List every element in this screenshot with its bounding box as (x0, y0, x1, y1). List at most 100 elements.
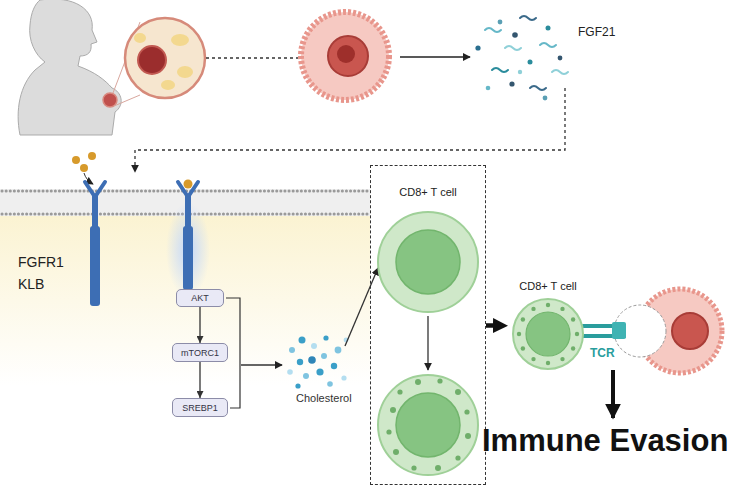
cholesterol-dot (331, 363, 337, 369)
uptake-arrow (345, 268, 378, 346)
magnifier-line (114, 95, 140, 106)
cholesterol-dot (308, 356, 316, 364)
particle (520, 16, 536, 20)
cholesterol-dot (303, 373, 309, 379)
receptor-stem (92, 196, 98, 228)
lipid-droplet (531, 307, 535, 311)
breast-tumor-spot (103, 93, 117, 107)
transition-arrow (427, 316, 428, 370)
patient-silhouette (18, 0, 205, 135)
connector-arrow (486, 323, 502, 328)
molecule-label: Cholesterol (296, 392, 352, 404)
particle-dot (475, 45, 480, 50)
lipid-droplet (455, 389, 461, 395)
particle-dot (486, 86, 491, 91)
node-text: CD8+ T cell (508, 280, 588, 292)
particle-dot (543, 96, 548, 101)
lipid-droplet (415, 379, 421, 385)
magnified-breast (125, 18, 205, 98)
particle (540, 43, 556, 47)
particle-dot (498, 20, 503, 25)
t-cell-body (378, 212, 478, 312)
receptor-kinase (183, 226, 193, 290)
lipid-droplet (517, 332, 521, 336)
lipid-droplet (465, 433, 471, 439)
lipid-droplet (455, 455, 460, 460)
particle-dot (546, 26, 551, 31)
cholesterol-dot (295, 383, 300, 388)
tumor-cell (301, 12, 389, 100)
tumor-cell-body (301, 12, 389, 100)
cytoplasm (0, 216, 370, 386)
pathway-box: AKT (176, 289, 224, 307)
tcr-receptor (582, 322, 626, 339)
fgf21-dots (475, 20, 562, 101)
fat-lobule (171, 34, 189, 46)
receptor-label: TCR (590, 346, 615, 360)
particle-dot (558, 56, 563, 61)
particle (552, 70, 568, 74)
cholesterol-dot (341, 375, 346, 380)
lipid-droplet (386, 429, 391, 434)
lipid-droplet (546, 303, 550, 307)
node-text: mTORC1 (181, 348, 219, 358)
cholesterol-dot (335, 347, 342, 354)
cholesterol-dot (323, 335, 328, 340)
t-cell-nucleus (396, 230, 460, 294)
particle-dot (518, 70, 522, 74)
dashed-route (135, 88, 565, 172)
lipid-droplet (435, 465, 441, 471)
lipid-droplet (531, 357, 535, 361)
particle-dot (512, 32, 518, 38)
receptor-label: KLB (18, 276, 44, 292)
molecule-label: FGF21 (578, 25, 615, 39)
cholesterol-dot (297, 359, 303, 365)
cholesterol-dot (287, 369, 293, 375)
fat-lobule (134, 33, 146, 43)
pathway-box: mTORC1 (172, 343, 228, 362)
t-cell-nucleus (526, 312, 570, 356)
cholesterol-dot (316, 368, 323, 375)
cholesterol-dot (289, 347, 295, 353)
particle-dot (509, 81, 514, 86)
lipid-droplet (571, 346, 575, 350)
receptor-arms (85, 182, 105, 197)
lipid-droplet (464, 409, 469, 414)
secretion-arrow (400, 56, 470, 58)
node-text: AKT (191, 293, 209, 303)
tumor-nucleus-core (337, 45, 355, 63)
outcome-arrow (611, 370, 615, 418)
t-cell-before (378, 212, 478, 312)
cholesterol-dot (321, 353, 327, 359)
cholesterol-dot (311, 343, 317, 349)
fgf21-particles (485, 16, 568, 90)
particle (505, 46, 521, 50)
lipid-droplet (437, 378, 442, 383)
target-tumor-cell (614, 289, 722, 373)
receptor-kinase (90, 226, 100, 306)
ligand (88, 152, 96, 160)
lipid-droplet (560, 307, 564, 311)
particle (530, 86, 546, 90)
lipid-droplet (560, 357, 564, 361)
t-cell-body (378, 375, 478, 475)
node-text: CD8+ T cell (371, 186, 485, 198)
lipid-droplet (411, 465, 416, 470)
pathway-bracket (226, 298, 240, 408)
receptor-inactive (72, 152, 105, 306)
t-cell-node: CD8+ T cell (508, 280, 588, 372)
pathway-output-arrow (241, 364, 282, 366)
fat-lobule (161, 80, 175, 90)
particle (492, 68, 508, 72)
cell-membrane (0, 189, 370, 386)
t-cell-after (378, 375, 478, 475)
lipid-droplet (390, 407, 396, 413)
t-cell-nucleus (396, 393, 460, 457)
dashed-leader (206, 57, 298, 58)
ligand (80, 164, 88, 172)
tumor-nucleus (672, 313, 708, 349)
outcome-label: Immune Evasion (482, 423, 728, 459)
